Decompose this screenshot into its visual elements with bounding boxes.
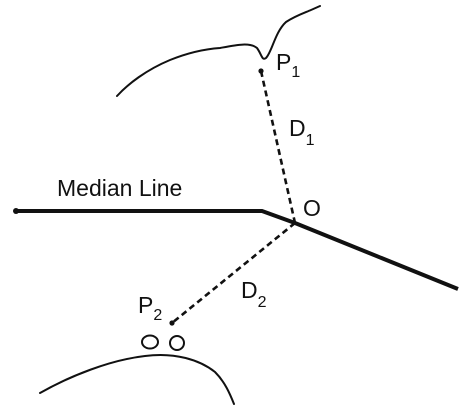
point-o-label: O xyxy=(303,195,321,221)
distance-d2-label-sub: 2 xyxy=(258,294,267,311)
distance-d1-label-sub: 1 xyxy=(306,132,315,149)
island-right xyxy=(169,335,185,351)
distance-line-d1 xyxy=(259,70,297,224)
point-p2-label-base: P xyxy=(138,292,153,318)
distance-d2-label: D2 xyxy=(241,277,267,311)
distance-d2-label-base: D xyxy=(241,277,258,303)
lower-coastline xyxy=(39,354,235,405)
point-p2-dot xyxy=(169,320,175,326)
median-line xyxy=(16,209,459,291)
point-p1-label-sub: 1 xyxy=(291,64,300,81)
median-line-start-dot xyxy=(13,208,19,214)
point-p1-label-base: P xyxy=(276,49,291,75)
distance-line-d2 xyxy=(171,221,296,325)
distance-d1-label-base: D xyxy=(289,115,306,141)
distance-d1-label: D1 xyxy=(289,115,315,149)
island-left xyxy=(141,334,159,350)
median-line-label: Median Line xyxy=(57,175,182,201)
point-p2-label: P2 xyxy=(138,292,162,324)
upper-coastline xyxy=(116,5,321,97)
point-p1-dot xyxy=(258,68,264,74)
point-p2-label-sub: 2 xyxy=(153,307,162,324)
point-p1-label: P1 xyxy=(276,49,300,81)
